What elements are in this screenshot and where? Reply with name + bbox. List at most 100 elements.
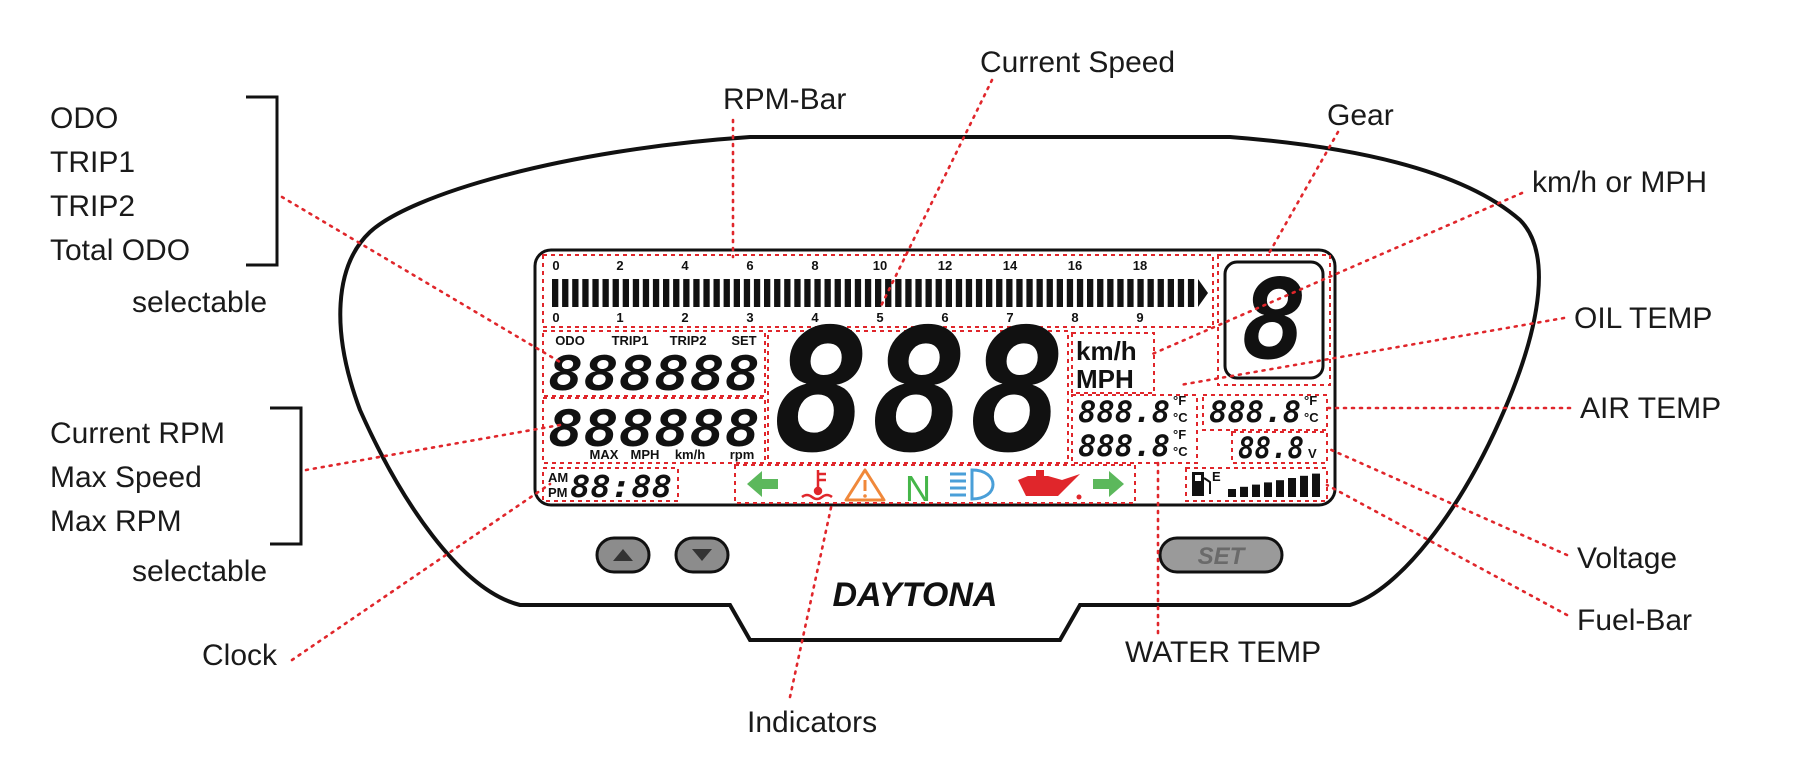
rpm-bar-segment	[1066, 279, 1074, 307]
label-max-speed: Max Speed	[50, 461, 202, 494]
water-temp-digits-top: 888.8	[1078, 395, 1170, 429]
rpm-bar-segment	[683, 279, 690, 307]
label-current-speed: Current Speed	[980, 46, 1175, 79]
label-clock: Clock	[202, 639, 278, 672]
rpm-bar-segment	[915, 279, 922, 307]
rpm-top-tick: 10	[873, 258, 887, 273]
rpm-top-tick: 2	[616, 258, 623, 273]
indicator-icons: N	[747, 468, 1124, 509]
unit-mph: MPH	[1076, 364, 1134, 394]
rpm-bar-segment	[1167, 279, 1174, 307]
rpm-bottom-tick: 8	[1071, 310, 1078, 325]
label-current-rpm: Current RPM	[50, 417, 225, 450]
rpm-bar-segment	[1117, 279, 1124, 307]
rpm-bar-segment	[612, 279, 619, 307]
clock-pm: PM	[548, 485, 568, 500]
fuel-bar-segment	[1312, 473, 1320, 497]
up-button[interactable]	[595, 536, 651, 574]
rpm-bar-segment	[935, 279, 942, 307]
rpm-bottom-tick: 0	[552, 310, 559, 325]
fuel-bar-segment	[1252, 484, 1260, 497]
brand-logo: DAYTONA	[833, 576, 998, 614]
fuel-bar-segment	[1240, 486, 1248, 497]
oil-can-icon	[1018, 470, 1082, 500]
speed-digits: 888	[772, 293, 1066, 491]
leader-unit	[1148, 191, 1524, 357]
label-trip1: TRIP1	[50, 146, 135, 179]
rpm-bar-segment	[1056, 279, 1063, 307]
fuel-bar-segment	[1276, 480, 1284, 497]
water-temp-zone	[1071, 394, 1198, 464]
rpm-bar-segment	[622, 279, 629, 307]
label-fuel-bar: Fuel-Bar	[1577, 604, 1692, 637]
rpm-bar-segment	[814, 279, 821, 307]
indicators-zone	[734, 464, 1136, 504]
label-rpm-bar: RPM-Bar	[723, 83, 846, 116]
down-button[interactable]	[674, 536, 730, 574]
air-temp-unit-c: °C	[1304, 410, 1319, 425]
odo-mode-set: SET	[731, 333, 756, 348]
fuel-bar-segment	[1264, 482, 1272, 497]
leader-speed	[878, 78, 994, 310]
chevron-down-icon	[692, 549, 712, 561]
rpm-bar-segment	[905, 279, 912, 307]
rpm-bar-segment	[794, 279, 801, 307]
rpm-mode-mph: MPH	[631, 447, 660, 462]
rpm-bar-segment	[1016, 279, 1023, 307]
voltage-digits: 88.8	[1238, 431, 1304, 465]
label-water-temp: WATER TEMP	[1125, 636, 1321, 669]
label-odo-selectable: selectable	[132, 286, 267, 319]
rpm-bar-segment	[1076, 279, 1084, 307]
rpm-top-tick: 8	[811, 258, 818, 273]
rpm-bar-segment	[895, 279, 902, 307]
rpm-mode-max: MAX	[590, 447, 619, 462]
rpm-bar-segment	[743, 279, 751, 307]
rpm-bar-segment	[1187, 279, 1195, 307]
label-total-odo: Total ODO	[50, 234, 190, 267]
lcd-panel	[533, 248, 1337, 507]
rpm-bar-segment	[975, 279, 983, 307]
fuel-bar-segment	[1228, 489, 1236, 497]
odo-digits: 888888	[548, 347, 760, 402]
label-trip2: TRIP2	[50, 190, 135, 223]
air-temp-digits: 888.8	[1209, 395, 1301, 429]
rpm-top-tick: 0	[552, 258, 559, 273]
gear-digit: 8	[1241, 256, 1307, 384]
rpm-bottom-tick: 9	[1136, 310, 1143, 325]
rpm-top-tick: 18	[1133, 258, 1147, 273]
set-button[interactable]: SET	[1158, 536, 1284, 574]
rpm-bar-segment	[1087, 279, 1094, 307]
odo-mode-trip2: TRIP2	[670, 333, 707, 348]
rpm-top-tick: 4	[681, 258, 689, 273]
water-temp-unit-f2: °F	[1173, 427, 1186, 442]
rpm-bar-segment	[824, 279, 831, 307]
water-temp-unit-c: °C	[1173, 410, 1188, 425]
unit-kmh: km/h	[1076, 336, 1137, 366]
clock-zone	[542, 467, 679, 502]
rpm-bar-segment	[986, 279, 993, 307]
rpm-bar-segment	[1147, 279, 1154, 307]
clock-digits: 88:88	[570, 470, 672, 505]
label-rpm-selectable: selectable	[132, 555, 267, 588]
rpm-bar-segment	[945, 279, 952, 307]
rpm-bar-segment	[703, 279, 710, 307]
rpm-bar-segment	[1097, 279, 1104, 307]
label-indicators: Indicators	[747, 706, 877, 739]
left-arrow-icon	[747, 471, 778, 497]
rpm-bar-segment	[673, 279, 680, 307]
label-oil-temp: OIL TEMP	[1574, 302, 1712, 335]
rpm-bar-segment	[592, 279, 599, 307]
rpm-bar-segment	[1036, 279, 1043, 307]
rpm-bottom-tick: 2	[681, 310, 688, 325]
odo-mode-trip1: TRIP1	[612, 333, 649, 348]
neutral-icon: N	[905, 468, 931, 509]
speed-unit-zone	[1071, 332, 1155, 394]
water-temp-unit-c2: °C	[1173, 444, 1188, 459]
rpm-bottom-tick: 5	[876, 310, 883, 325]
label-speed-unit: km/h or MPH	[1532, 166, 1707, 199]
label-voltage: Voltage	[1577, 542, 1677, 575]
rpm-top-tick: 16	[1068, 258, 1082, 273]
fuel-bar-segments	[1228, 473, 1320, 497]
rpm-bar-segment	[642, 279, 650, 307]
air-temp-unit-f: °F	[1304, 393, 1317, 408]
